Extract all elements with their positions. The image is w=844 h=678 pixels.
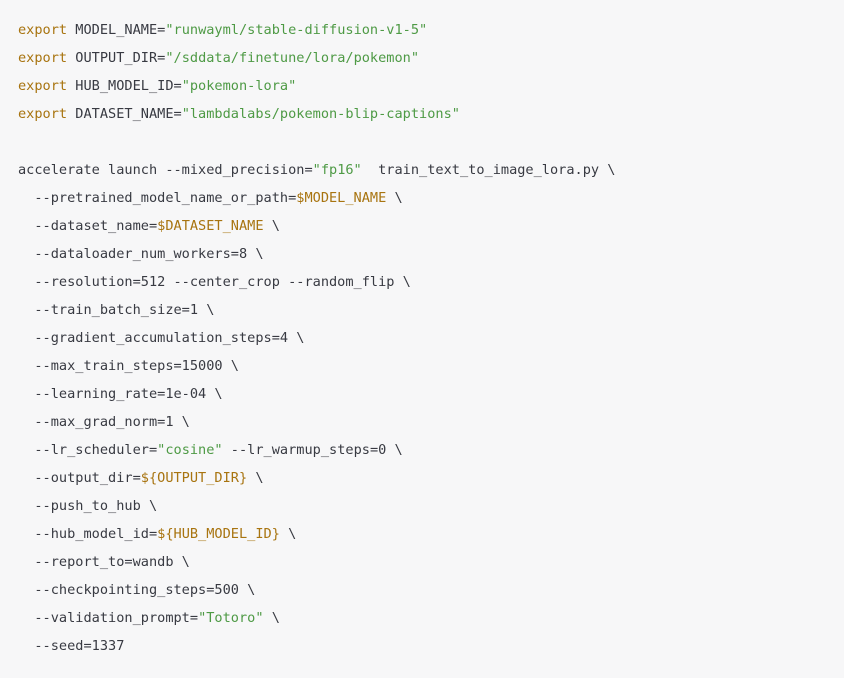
export-keyword: export xyxy=(18,78,68,94)
env-assignment: MODEL_NAME= xyxy=(67,22,166,38)
arg-variable: $MODEL_NAME xyxy=(296,190,387,206)
arg-continuation: \ xyxy=(263,610,280,626)
code-line-arg-seed: --seed=1337 xyxy=(18,638,125,654)
code-line-arg-lr-scheduler: --lr_scheduler="cosine" --lr_warmup_step… xyxy=(18,436,826,464)
arg-continuation: \ xyxy=(386,190,403,206)
code-line-arg-dataloader-workers: --dataloader_num_workers=8 \ xyxy=(18,246,264,262)
env-string-value: "runwayml/stable-diffusion-v1-5" xyxy=(165,22,428,38)
code-line-arg-output-dir: --output_dir=${OUTPUT_DIR} \ xyxy=(18,464,826,492)
code-line-arg-push-to-hub: --push_to_hub \ xyxy=(18,498,158,514)
code-line-blank xyxy=(18,128,826,156)
command-script: train_text_to_image_lora.py \ xyxy=(361,162,616,178)
arg-continuation: --lr_warmup_steps=0 \ xyxy=(222,442,403,458)
arg-text: --validation_prompt= xyxy=(18,610,199,626)
env-assignment: HUB_MODEL_ID= xyxy=(67,78,182,94)
arg-variable: $DATASET_NAME xyxy=(157,218,264,234)
arg-string: "Totoro" xyxy=(198,610,264,626)
code-line-arg-train-batch-size: --train_batch_size=1 \ xyxy=(18,302,215,318)
arg-continuation: \ xyxy=(247,470,264,486)
code-line-accelerate-launch: accelerate launch --mixed_precision="fp1… xyxy=(18,156,826,184)
code-line-arg-learning-rate: --learning_rate=1e-04 \ xyxy=(18,386,223,402)
code-line-arg-max-train-steps: --max_train_steps=15000 \ xyxy=(18,358,239,374)
code-line-export-model-name: export MODEL_NAME="runwayml/stable-diffu… xyxy=(18,16,826,44)
command-string: "fp16" xyxy=(312,162,362,178)
code-line-arg-pretrained-model: --pretrained_model_name_or_path=$MODEL_N… xyxy=(18,184,826,212)
export-keyword: export xyxy=(18,106,68,122)
arg-continuation: \ xyxy=(263,218,280,234)
command-text: accelerate launch --mixed_precision= xyxy=(18,162,313,178)
export-keyword: export xyxy=(18,22,68,38)
arg-variable: ${HUB_MODEL_ID} xyxy=(157,526,280,542)
code-line-arg-dataset-name: --dataset_name=$DATASET_NAME \ xyxy=(18,212,826,240)
code-line-arg-hub-model-id: --hub_model_id=${HUB_MODEL_ID} \ xyxy=(18,520,826,548)
code-line-export-dataset-name: export DATASET_NAME="lambdalabs/pokemon-… xyxy=(18,100,826,128)
arg-string: "cosine" xyxy=(157,442,223,458)
env-assignment: OUTPUT_DIR= xyxy=(67,50,166,66)
arg-text: --lr_scheduler= xyxy=(18,442,158,458)
arg-text: --output_dir= xyxy=(18,470,141,486)
export-keyword: export xyxy=(18,50,68,66)
arg-text: --hub_model_id= xyxy=(18,526,158,542)
code-line-export-output-dir: export OUTPUT_DIR="/sddata/finetune/lora… xyxy=(18,44,826,72)
code-line-arg-checkpointing-steps: --checkpointing_steps=500 \ xyxy=(18,582,256,598)
arg-variable: ${OUTPUT_DIR} xyxy=(140,470,248,486)
code-line-arg-resolution: --resolution=512 --center_crop --random_… xyxy=(18,274,411,290)
code-line-arg-validation-prompt: --validation_prompt="Totoro" \ xyxy=(18,604,826,632)
arg-continuation: \ xyxy=(279,526,297,542)
code-line-arg-max-grad-norm: --max_grad_norm=1 \ xyxy=(18,414,190,430)
env-string-value: "/sddata/finetune/lora/pokemon" xyxy=(165,50,420,66)
arg-text: --dataset_name= xyxy=(18,218,158,234)
code-line-export-hub-model-id: export HUB_MODEL_ID="pokemon-lora" xyxy=(18,72,826,100)
env-string-value: "pokemon-lora" xyxy=(181,78,297,94)
code-line-arg-report-to: --report_to=wandb \ xyxy=(18,554,190,570)
env-assignment: DATASET_NAME= xyxy=(67,106,182,122)
arg-text: --pretrained_model_name_or_path= xyxy=(18,190,297,206)
code-line-arg-gradient-accumulation: --gradient_accumulation_steps=4 \ xyxy=(18,330,305,346)
env-string-value: "lambdalabs/pokemon-blip-captions" xyxy=(181,106,460,122)
